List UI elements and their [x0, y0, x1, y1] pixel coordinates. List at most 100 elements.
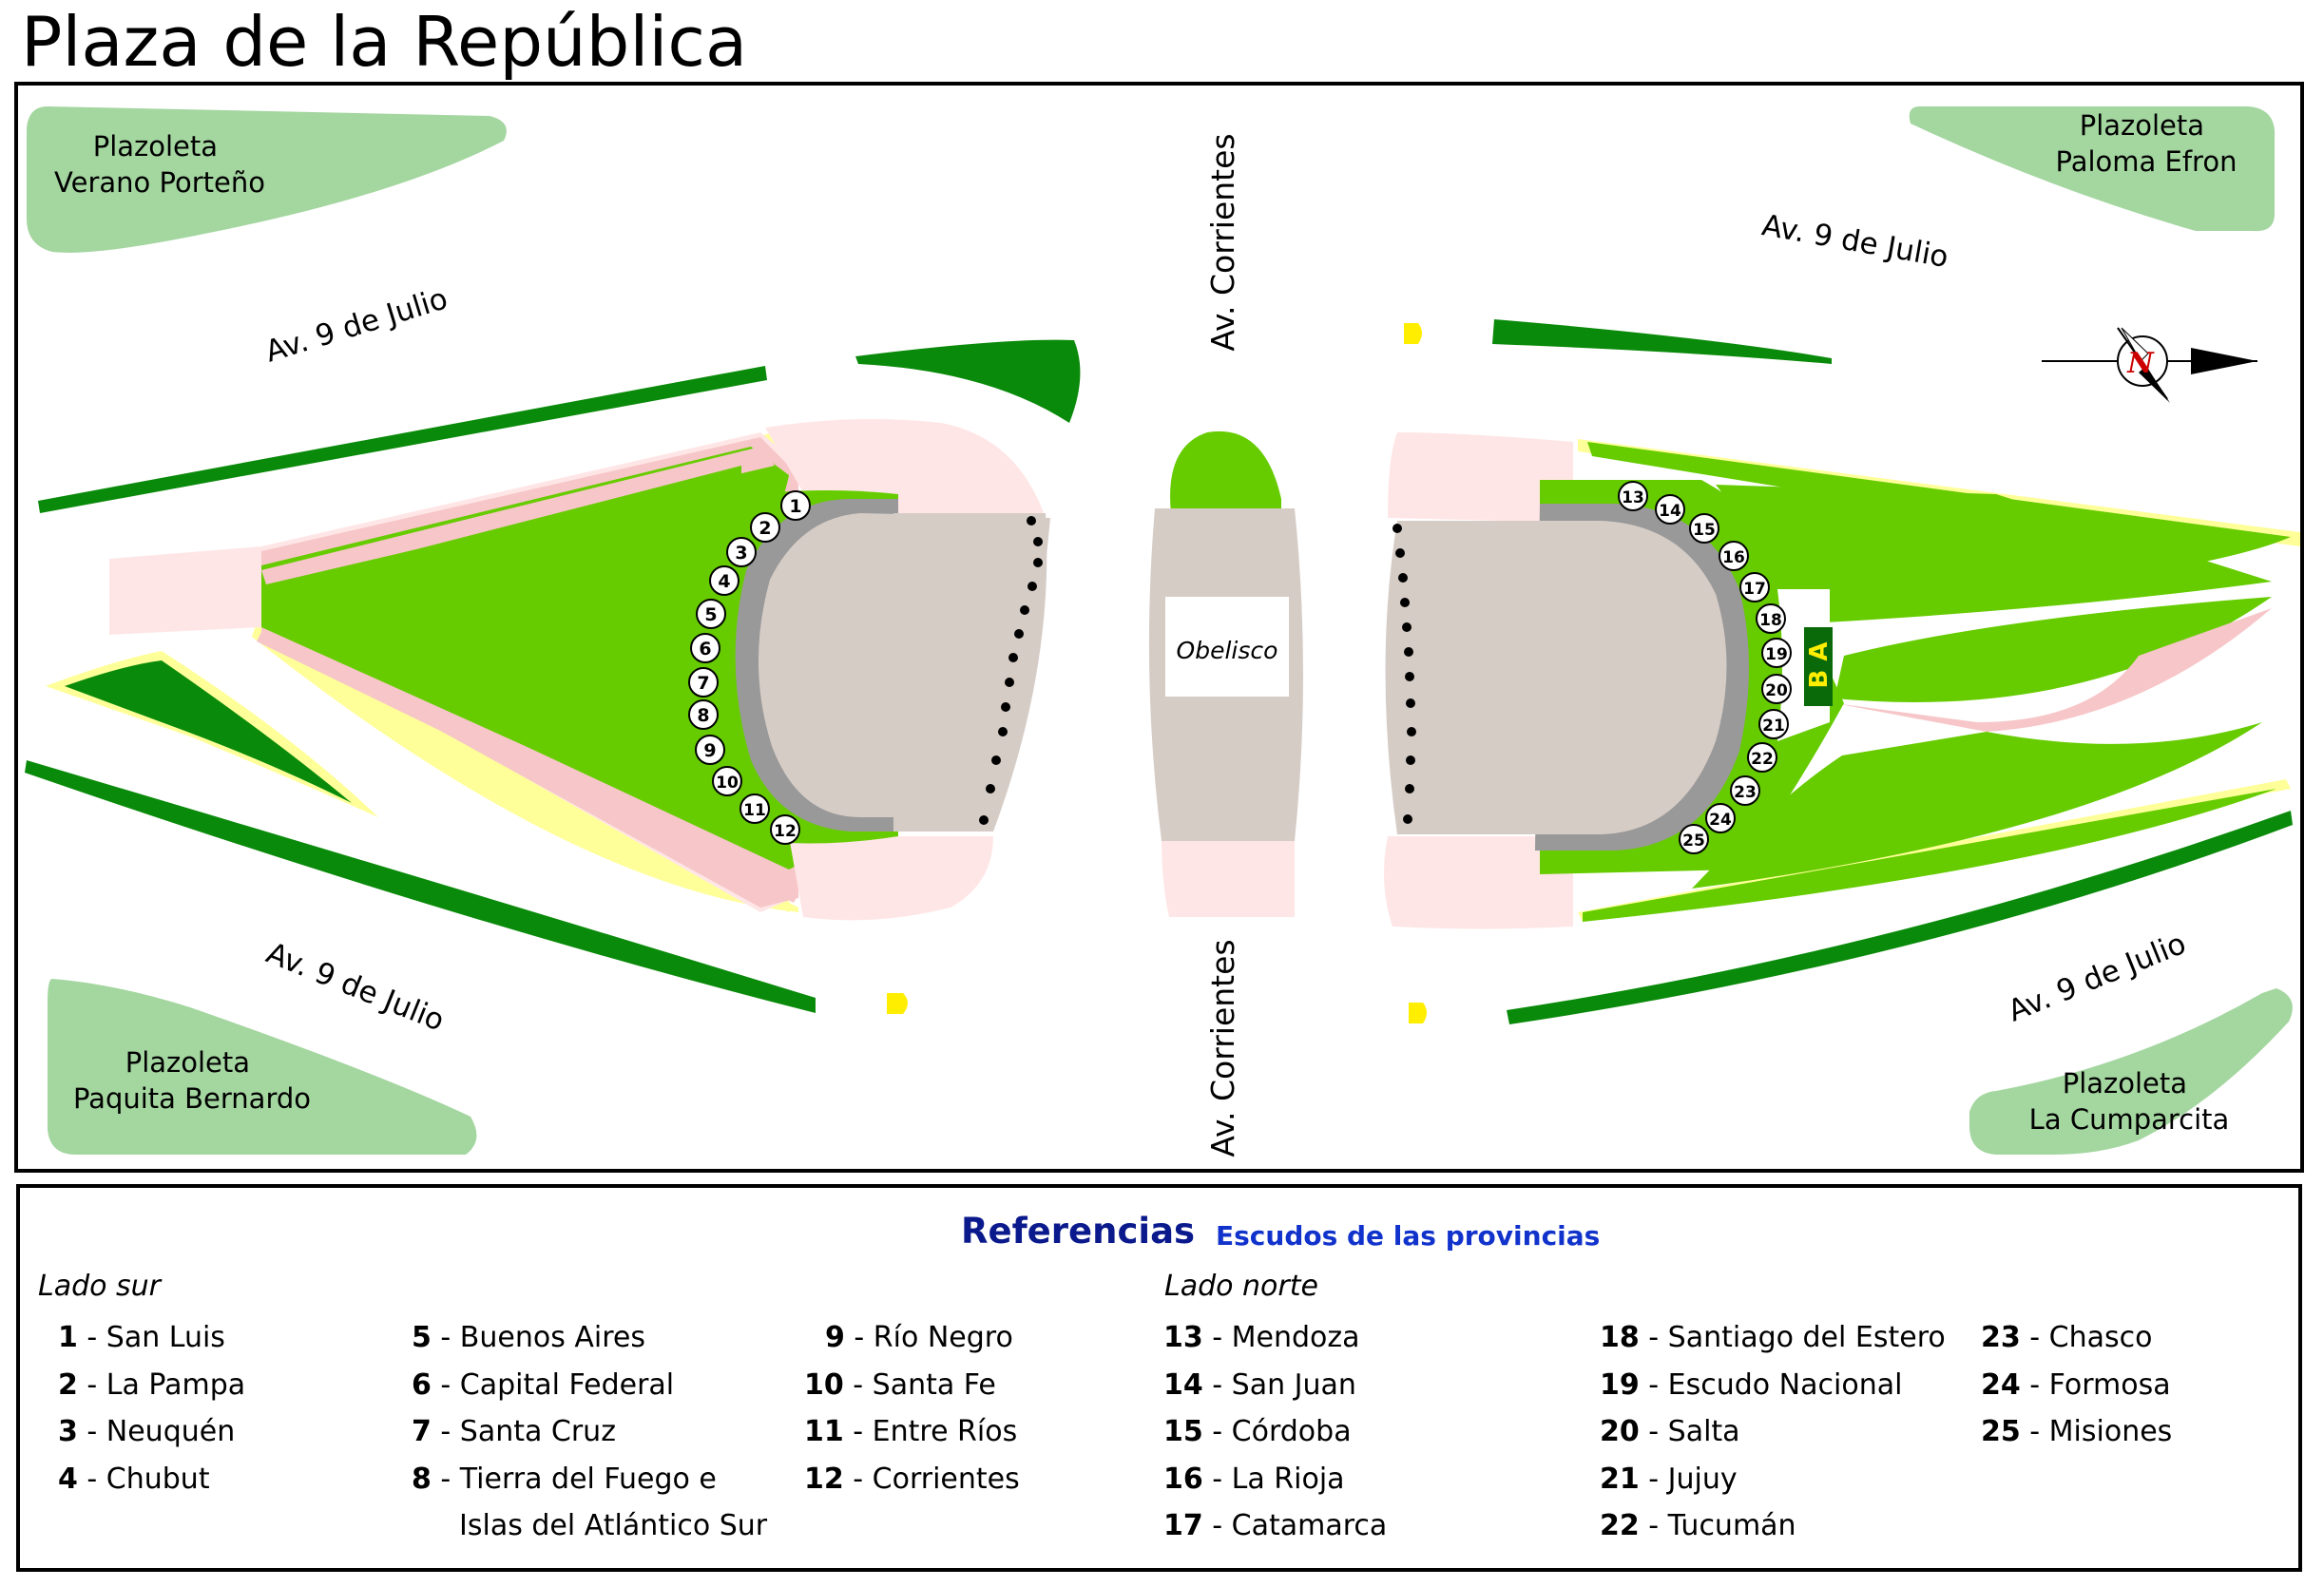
legend-entry-number: 3 — [58, 1415, 78, 1448]
legend-entry-name: Santa Cruz — [459, 1415, 616, 1448]
shield-marker — [1758, 709, 1789, 739]
legend-entry: 2 - La Pampa — [58, 1367, 246, 1402]
ba-sign — [1804, 627, 1833, 706]
shield-number: 7 — [697, 673, 709, 694]
legend-entry-name: Santa Fe — [872, 1367, 996, 1402]
shield-marker — [1756, 603, 1786, 634]
shield-number: 10 — [716, 774, 739, 793]
legend-entry-number: 17 — [1163, 1509, 1203, 1542]
shield-number: 8 — [697, 705, 709, 726]
legend-entry-name: Río Negro — [873, 1321, 1013, 1354]
legend-entry-number: 21 — [1600, 1462, 1640, 1496]
shield-marker — [1618, 481, 1648, 511]
shield-marker — [1705, 803, 1736, 833]
legend-entry: 12 - Corrientes — [804, 1462, 1020, 1496]
plazoleta-paquita-bernardo-label: Plazoleta Paquita Bernardo — [73, 1046, 311, 1115]
legend-entry: 14 - San Juan — [1163, 1367, 1356, 1402]
shield-number: 25 — [1682, 832, 1705, 851]
shield-marker — [780, 490, 811, 521]
legend-entry-number: 22 — [1600, 1509, 1640, 1542]
legend-entry-number: 11 — [804, 1415, 844, 1448]
legend-entry-number: 23 — [1981, 1321, 2021, 1354]
legend-entry-name: Escudo Nacional — [1667, 1367, 1903, 1402]
shield-marker — [726, 537, 757, 567]
legend-entry: 3 - Neuquén — [58, 1415, 236, 1448]
compass-letter: N — [2126, 347, 2155, 380]
legend-entry-number: 8 — [412, 1462, 432, 1496]
shield-number: 23 — [1734, 783, 1757, 802]
legend-entry-name: Islas del Atlántico Sur — [459, 1509, 768, 1542]
legend-entry: 19 - Escudo Nacional — [1600, 1367, 1903, 1402]
legend-entry-number: 12 — [804, 1462, 844, 1496]
legend-lado-norte: Lado norte — [1164, 1270, 1318, 1303]
legend-entry-number: 20 — [1600, 1415, 1640, 1448]
legend-entry-number: 16 — [1163, 1462, 1203, 1496]
obelisco-label: Obelisco — [1177, 637, 1278, 664]
legend-entry-number: 2 — [58, 1367, 78, 1402]
shield-number: 14 — [1659, 502, 1681, 521]
legend-entry-name: Salta — [1667, 1415, 1740, 1448]
legend-entry-name: Chasco — [2048, 1321, 2153, 1354]
shield-number: 20 — [1765, 681, 1788, 700]
shield-number: 5 — [704, 604, 717, 625]
legend-entry: 25 - Misiones — [1981, 1415, 2173, 1448]
shield-marker — [695, 735, 725, 765]
shield-number: 13 — [1622, 488, 1644, 507]
street-label-corrientes-north: Av. Corrientes — [1204, 133, 1241, 351]
legend-entry-name: Formosa — [2048, 1367, 2171, 1402]
legend-entry-number: 4 — [58, 1462, 78, 1496]
shield-number: 9 — [703, 740, 716, 761]
street-label-corrientes-south: Av. Corrientes — [1204, 939, 1241, 1157]
legend-entry-name: La Rioja — [1231, 1462, 1345, 1496]
shield-number: 17 — [1743, 580, 1766, 599]
legend-entry: 5 - Buenos Aires — [412, 1321, 645, 1354]
shield-number: 15 — [1693, 521, 1716, 540]
plazoleta-verano-porteno-shape — [27, 106, 507, 253]
legend-entry-number: 5 — [412, 1321, 432, 1354]
shield-marker — [709, 565, 739, 596]
shield-number: 16 — [1722, 548, 1745, 567]
legend-entry: 9 - Río Negro — [825, 1321, 1013, 1354]
legend-entry-name: Mendoza — [1231, 1321, 1360, 1354]
shield-marker — [770, 814, 800, 845]
legend-entry: 17 - Catamarca — [1163, 1509, 1388, 1542]
shield-number: 6 — [699, 639, 711, 660]
legend-entry-name: Chubut — [106, 1462, 210, 1496]
plazoleta-la-cumparcita-shape — [1969, 988, 2293, 1155]
shield-marker — [688, 667, 719, 698]
legend-entry-name: Tucumán — [1667, 1509, 1796, 1542]
legend-lado-sur: Lado sur — [38, 1270, 162, 1303]
legend-entry: 4 - Chubut — [58, 1462, 210, 1496]
plazoleta-paloma-efron-label: Plazoleta Paloma Efron — [2056, 109, 2238, 178]
legend-entry: 8 - Tierra del Fuego e — [412, 1462, 717, 1496]
legend-entry: 18 - Santiago del Estero — [1600, 1321, 1946, 1354]
legend-entry-number: 14 — [1163, 1367, 1203, 1402]
legend-entry-number: 7 — [412, 1415, 432, 1448]
legend-entry-name: Entre Ríos — [872, 1415, 1018, 1448]
legend-entry: 16 - La Rioja — [1163, 1462, 1345, 1496]
legend-entry-name: San Juan — [1231, 1367, 1356, 1402]
legend-entry-number: 9 — [825, 1321, 845, 1354]
legend-entry-name: San Luis — [106, 1321, 225, 1354]
legend-entry-name: Capital Federal — [459, 1367, 675, 1402]
shield-number: 19 — [1765, 645, 1788, 664]
legend-box: Referencias Escudos de las provincias La… — [16, 1184, 2302, 1572]
shield-number: 21 — [1762, 717, 1785, 736]
plazoleta-verano-porteno-label: Plazoleta Verano Porteño — [54, 130, 265, 199]
legend-entry: 11 - Entre Ríos — [804, 1415, 1018, 1448]
legend-entry: 13 - Mendoza — [1163, 1321, 1360, 1354]
legend-entry-number: 19 — [1600, 1367, 1640, 1402]
shield-number: 4 — [718, 571, 730, 592]
shield-marker — [690, 633, 720, 663]
shield-marker — [1679, 824, 1709, 854]
shield-marker — [1739, 572, 1770, 602]
shield-marker — [1761, 638, 1792, 668]
shield-number: 2 — [759, 518, 771, 539]
legend-entry: 24 - Formosa — [1981, 1367, 2171, 1402]
legend-entry-number: 1 — [58, 1321, 78, 1354]
legend-entry-number: 10 — [804, 1367, 844, 1402]
legend-entry-number: 18 — [1600, 1321, 1640, 1354]
legend-entry-number: 25 — [1981, 1415, 2021, 1448]
plazoleta-paquita-bernardo-shape — [48, 979, 477, 1155]
